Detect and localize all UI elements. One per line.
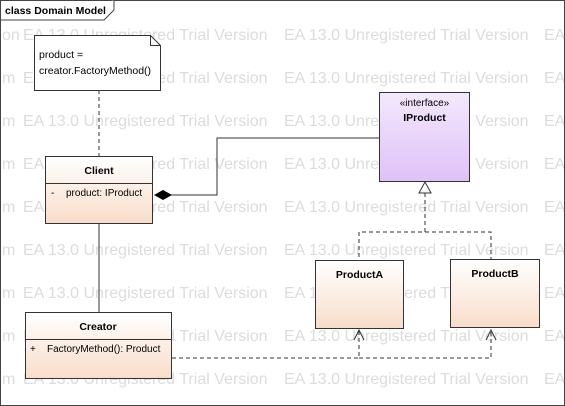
dependency-arrowhead-b	[485, 328, 497, 341]
watermark-text: EA	[544, 113, 565, 130]
watermark-text: m	[2, 199, 15, 216]
note-line-2: creator.FactoryMethod()	[39, 65, 151, 77]
watermark-text: EA 13.0 Unregistered Trial Version	[284, 70, 529, 87]
dependency-line	[172, 330, 360, 359]
watermark-text: m	[2, 113, 15, 130]
watermark-text: m	[2, 156, 15, 173]
watermark-text: m	[2, 70, 15, 87]
interface-iproduct-stereotype: «interface»	[400, 98, 450, 109]
watermark-text: m	[2, 371, 15, 388]
frame-title: class Domain Model	[5, 5, 106, 17]
watermark-text: m	[2, 242, 15, 259]
class-product-a-name: ProductA	[336, 269, 384, 281]
watermark-text: EA	[544, 27, 565, 44]
note-line-1: product =	[39, 49, 83, 61]
watermark-text: EA 13.0 Unregistered Trial Version	[284, 199, 529, 216]
connectors	[98, 90, 497, 359]
class-product-b-name: ProductB	[471, 268, 519, 280]
composition-diamond	[154, 190, 172, 200]
watermark-text: EA 13.0 Unregistered Trial Version	[23, 285, 268, 302]
watermark-text: EA	[544, 70, 565, 87]
class-creator-op-visibility: +	[30, 344, 36, 355]
watermark-text: EA 13.0 Unregistered Trial Version	[284, 242, 529, 259]
note-fold	[150, 35, 161, 46]
class-creator-name: Creator	[79, 321, 116, 333]
class-client-box	[45, 156, 153, 224]
composition-line	[171, 137, 379, 196]
watermark-text: EA 13.0 Unregistered Trial Version	[284, 27, 529, 44]
watermark-text: m	[2, 285, 15, 302]
watermark-text: m	[2, 328, 15, 345]
watermark-text: EA 13.0 Unregistered Trial Version	[284, 371, 529, 388]
frame-title-tab	[0, 0, 115, 21]
interface-iproduct-name: IProduct	[403, 112, 446, 124]
class-product-a[interactable]: ProductA	[315, 260, 404, 329]
interface-iproduct-box	[379, 92, 470, 182]
realization-arrowhead	[418, 180, 432, 194]
class-client-attr: product: IProduct	[66, 188, 142, 199]
note-shape	[34, 35, 161, 91]
interface-iproduct[interactable]: «interface» IProduct	[379, 92, 470, 182]
dependency-line-b	[359, 330, 492, 359]
watermark-text: EA 13.0 Unregistered Trial Version	[284, 328, 529, 345]
dependency-arrowhead-a	[353, 328, 365, 341]
watermark-text: EA 13.0 Unregistered Trial Version	[23, 113, 268, 130]
watermark-text: EA	[544, 199, 565, 216]
class-product-b-box	[450, 259, 540, 328]
watermark-text: EA 13.0 Unregistered Trial Version	[23, 242, 268, 259]
realization-line-b	[425, 231, 492, 259]
watermark-text: EA	[544, 156, 565, 173]
watermark-text: EA	[544, 371, 565, 388]
class-product-a-box	[315, 260, 404, 329]
watermark-text: EA	[544, 242, 565, 259]
class-product-b[interactable]: ProductB	[450, 259, 540, 328]
class-client-name: Client	[84, 165, 114, 177]
class-creator-box	[25, 312, 172, 379]
watermark-text: EA	[544, 328, 565, 345]
realization-line	[358, 193, 426, 260]
note[interactable]: product = creator.FactoryMethod()	[34, 35, 161, 91]
class-creator[interactable]: Creator + FactoryMethod(): Product	[25, 312, 172, 379]
class-creator-op: FactoryMethod(): Product	[47, 344, 161, 355]
class-client-attr-visibility: -	[51, 188, 54, 199]
class-client[interactable]: Client - product: IProduct	[45, 156, 153, 224]
watermark-text: on	[2, 27, 20, 44]
watermark-text: EA	[544, 285, 565, 302]
